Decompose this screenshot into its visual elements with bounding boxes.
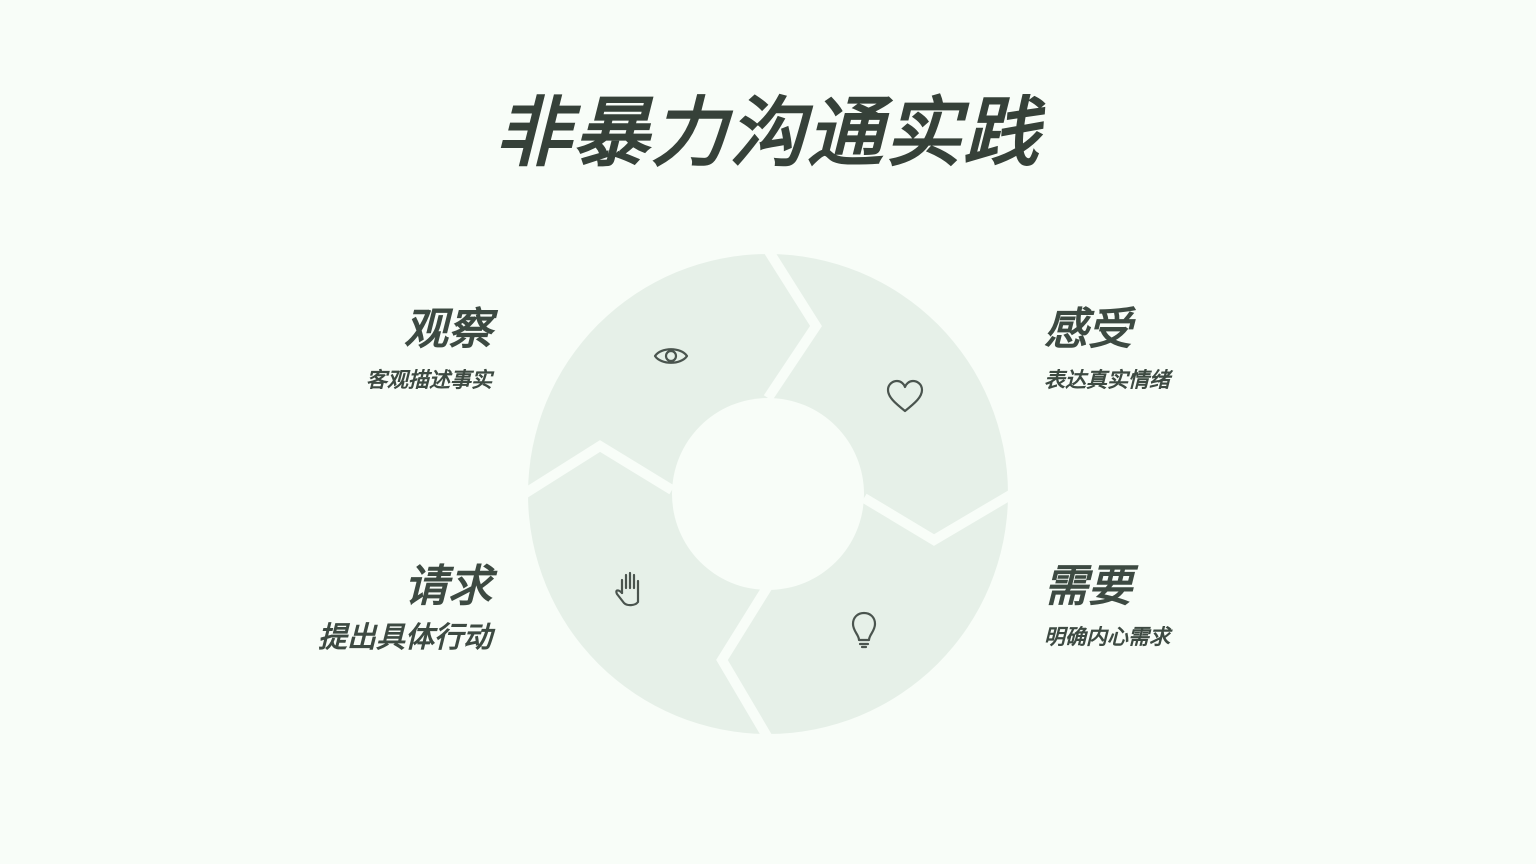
cycle-diagram — [520, 246, 1016, 742]
step-label-request: 请求 提出具体行动 — [232, 561, 492, 655]
step-label-observe: 观察 客观描述事实 — [232, 304, 492, 394]
eye-icon — [653, 348, 689, 364]
lightbulb-icon — [851, 611, 877, 649]
step-subtitle-need: 明确内心需求 — [1044, 625, 1170, 649]
step-title-request: 请求 — [404, 561, 492, 612]
heart-icon — [886, 379, 924, 413]
step-label-feel: 感受 表达真实情绪 — [1044, 304, 1304, 394]
step-title-feel: 感受 — [1044, 304, 1132, 355]
step-title-need: 需要 — [1044, 561, 1132, 612]
page-title: 非暴力沟通实践 — [495, 88, 1041, 177]
cycle-ring — [520, 246, 1016, 742]
step-subtitle-request: 提出具体行动 — [317, 620, 492, 654]
step-subtitle-feel: 表达真实情绪 — [1044, 368, 1170, 392]
step-label-need: 需要 明确内心需求 — [1044, 561, 1304, 651]
step-subtitle-observe: 客观描述事实 — [366, 368, 492, 392]
hand-icon — [615, 571, 640, 607]
step-title-observe: 观察 — [404, 304, 492, 355]
